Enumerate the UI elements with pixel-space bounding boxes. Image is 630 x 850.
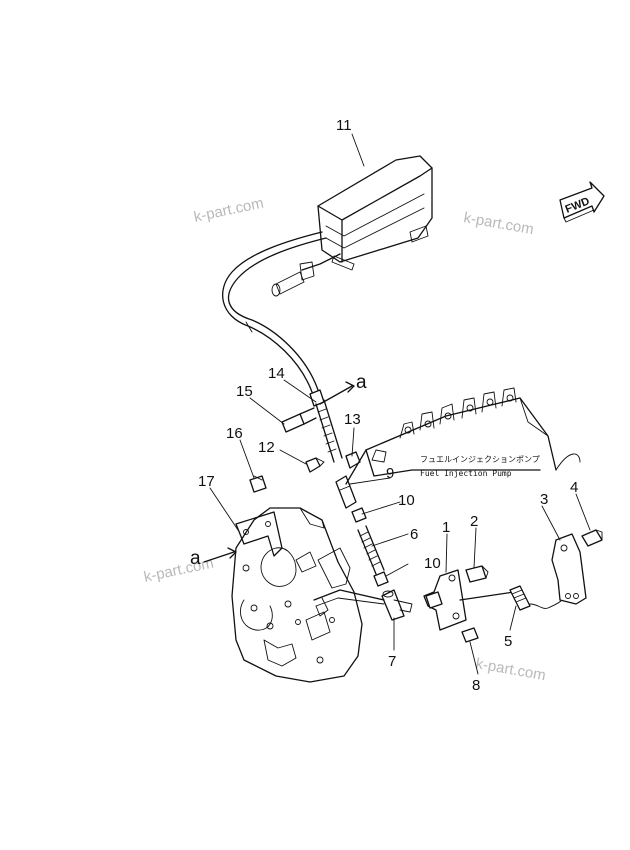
nut-part-10-upper — [351, 507, 367, 523]
controller-box — [317, 155, 433, 271]
bolt-part-4 — [581, 529, 603, 547]
callout-2: 2 — [470, 513, 478, 530]
joint-part-9 — [335, 475, 357, 509]
leader-9 — [349, 477, 391, 485]
leader-10a — [361, 501, 401, 515]
leader-17 — [209, 487, 239, 531]
callout-14: 14 — [268, 365, 285, 382]
callout-8: 8 — [472, 677, 480, 694]
callout-10-upper: 10 — [398, 492, 415, 509]
bolt-part-15 — [281, 407, 317, 433]
leader-5 — [509, 605, 517, 631]
callout-6: 6 — [410, 526, 418, 543]
fuel-injection-pump: フュエルインジェクションポンプ Fuel Injection Pump — [345, 387, 581, 485]
leader-15 — [249, 397, 285, 425]
leader-16 — [239, 439, 255, 479]
forward-arrow-icon: FWD — [559, 181, 605, 223]
view-ref-arrow-left — [203, 551, 235, 563]
leader-8 — [469, 641, 479, 675]
watermark: k-part.com — [142, 555, 215, 586]
leader-14 — [283, 379, 317, 403]
callout-3: 3 — [540, 491, 548, 508]
callouts: 11 14 15 a 13 16 12 9 17 10 3 4 6 1 2 a … — [190, 117, 578, 694]
callout-16: 16 — [226, 425, 243, 442]
callout-15: 15 — [236, 383, 253, 400]
nut-part-10-lower — [373, 571, 389, 587]
leader-11 — [351, 133, 365, 167]
nut-part-16 — [249, 475, 267, 493]
leader-6 — [371, 533, 409, 547]
control-cable — [222, 231, 327, 393]
leader-13 — [351, 427, 355, 457]
leader-2 — [473, 527, 477, 569]
callout-13: 13 — [344, 411, 361, 428]
watermark: k-part.com — [474, 655, 547, 684]
leader-12 — [279, 449, 307, 465]
callout-5: 5 — [504, 633, 512, 650]
watermark: k-part.com — [192, 195, 265, 226]
spring-part-5 — [459, 585, 563, 611]
bolt-part-8 — [461, 627, 479, 643]
watermark: k-part.com — [462, 209, 535, 238]
callout-17: 17 — [198, 473, 215, 490]
view-ref-a-left: a — [190, 548, 201, 569]
pump-label-en: Fuel Injection Pump — [420, 469, 512, 478]
governor-housing — [231, 507, 385, 683]
callout-12: 12 — [258, 439, 275, 456]
nut-part-12 — [305, 457, 325, 473]
cable-end-fitting — [309, 389, 343, 463]
callout-10-lower: 10 — [424, 555, 441, 572]
bolt-part-2 — [465, 565, 489, 583]
callout-4: 4 — [570, 479, 578, 496]
view-ref-a-top: a — [356, 372, 367, 393]
leader-1 — [445, 533, 448, 573]
leader-lines — [203, 133, 591, 675]
connector-plug — [271, 253, 341, 297]
pump-label-jp: フュエルインジェクションポンプ — [420, 455, 540, 464]
watermarks: k-part.com k-part.com k-part.com k-part.… — [142, 195, 547, 685]
bracket-part-3 — [551, 533, 587, 605]
lever-part-1 — [423, 569, 467, 631]
ball-joint-part-7 — [381, 589, 413, 621]
callout-7: 7 — [388, 653, 396, 670]
leader-4 — [575, 493, 591, 531]
leader-10b — [385, 563, 409, 577]
nut-part-13 — [345, 451, 361, 469]
callout-11: 11 — [336, 117, 352, 134]
callout-1: 1 — [442, 519, 450, 536]
callout-9: 9 — [386, 465, 394, 482]
view-ref-arrow-top — [319, 385, 353, 405]
bracket-part-17 — [235, 511, 283, 557]
rod-part-6 — [357, 525, 385, 575]
leader-3 — [541, 505, 561, 541]
